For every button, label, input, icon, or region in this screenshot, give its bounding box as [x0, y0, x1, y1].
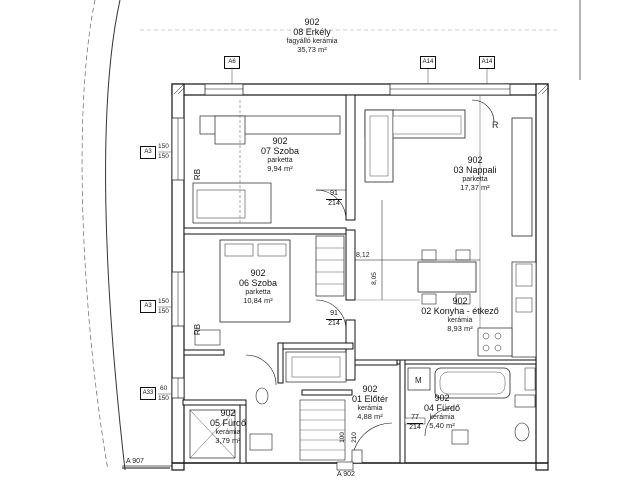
- room-name: 05 Fürdő: [209, 418, 247, 429]
- dimension-210: 210: [350, 432, 358, 443]
- room-name: 03 Nappali: [453, 165, 497, 176]
- window-dim: 150: [158, 153, 169, 160]
- section-label-left: A 907: [126, 458, 144, 465]
- room-name: 04 Fürdő: [423, 403, 461, 414]
- dimension-100: 100: [338, 432, 346, 443]
- door-height: 214: [328, 199, 340, 207]
- radiator-tag-06: RB: [193, 323, 203, 336]
- room-number: 902: [434, 393, 450, 403]
- room-label-szoba06: 902 06 Szoba parketta 10,84 m²: [218, 268, 298, 305]
- room-material: kerámia: [447, 316, 473, 324]
- section-marker-a14-right: A14: [479, 56, 495, 69]
- room-area: 17,37 m²: [460, 182, 490, 192]
- washer-tag: M: [415, 376, 422, 385]
- room-area: 5,40 m²: [429, 420, 455, 430]
- room-material: parketta: [245, 288, 271, 296]
- room-material: kerámia: [215, 428, 241, 436]
- radiator-tag-07: RB: [193, 168, 203, 181]
- room-area: 3,79 m²: [215, 435, 241, 445]
- window-dim: 150: [158, 143, 169, 150]
- room-name: 06 Szoba: [238, 278, 278, 289]
- room-name: 07 Szoba: [260, 146, 300, 157]
- section-marker-a3-top: A3: [140, 146, 156, 159]
- door-width: 77: [411, 414, 419, 421]
- room-number: 902: [304, 17, 320, 27]
- room-label-eloter: 902 01 Előtér kerámia 4,88 m²: [340, 384, 400, 421]
- room-number: 902: [272, 136, 288, 146]
- room-name: 08 Erkély: [293, 27, 331, 38]
- room-number: 902: [452, 296, 468, 306]
- room-label-furdo05: 902 05 Fürdő kerámia 3,79 m²: [198, 408, 258, 445]
- section-marker-a33: A33: [140, 387, 156, 400]
- window-dim: 60: [160, 385, 168, 392]
- door-width: 91: [330, 190, 338, 197]
- door-dim-07: 91 214: [322, 190, 346, 209]
- window-dim: 150: [158, 298, 169, 305]
- section-marker-a6: A6: [224, 56, 240, 69]
- section-marker-a3-mid: A3: [140, 300, 156, 313]
- door-height: 214: [328, 319, 340, 327]
- door-height: 214: [409, 423, 421, 431]
- section-marker-a14-left: A14: [420, 56, 436, 69]
- door-dim-04: 77 214: [404, 414, 426, 433]
- room-area: 10,84 m²: [243, 295, 273, 305]
- room-label-furdo04: 902 04 Fürdő kerámia 5,40 m²: [412, 393, 472, 430]
- room-material: parketta: [267, 156, 293, 164]
- balcony-outline: [105, 0, 126, 471]
- room-name: 01 Előtér: [351, 394, 389, 405]
- room-label-szoba07: 902 07 Szoba parketta 9,94 m²: [240, 136, 320, 173]
- room-number: 902: [250, 268, 266, 278]
- door-dim-06: 91 214: [322, 310, 346, 329]
- room-material: fagyálló kerámia: [286, 37, 338, 45]
- window-dim: 150: [158, 308, 169, 315]
- room-area: 8,93 m²: [447, 323, 473, 333]
- window-dim: 150: [158, 395, 169, 402]
- room-area: 4,88 m²: [357, 411, 383, 421]
- room-material: kerámia: [357, 404, 383, 412]
- room-label-nappali: 902 03 Nappali parketta 17,37 m²: [435, 155, 515, 192]
- radiator-tag-nappali: R: [492, 120, 499, 130]
- room-label-konyha: 902 02 Konyha - étkező kerámia 8,93 m²: [410, 296, 510, 333]
- room-name: 02 Konyha - étkező: [421, 306, 499, 317]
- room-number: 902: [220, 408, 236, 418]
- dimension-805: 8,05: [370, 272, 378, 285]
- exterior-wall-right: [535, 83, 549, 471]
- door-width: 91: [330, 310, 338, 317]
- dimension-812: 8,12: [356, 252, 370, 259]
- room-label-erkely: 902 08 Erkély fagyálló kerámia 35,73 m²: [262, 17, 362, 54]
- room-number: 902: [362, 384, 378, 394]
- room-material: parketta: [462, 175, 488, 183]
- room-number: 902: [467, 155, 483, 165]
- room-area: 35,73 m²: [297, 44, 327, 54]
- room-area: 9,94 m²: [267, 163, 293, 173]
- room-material: kerámia: [429, 413, 455, 421]
- balcony-outline-inner: [81, 0, 109, 471]
- section-label-bottom: A 902: [337, 471, 355, 478]
